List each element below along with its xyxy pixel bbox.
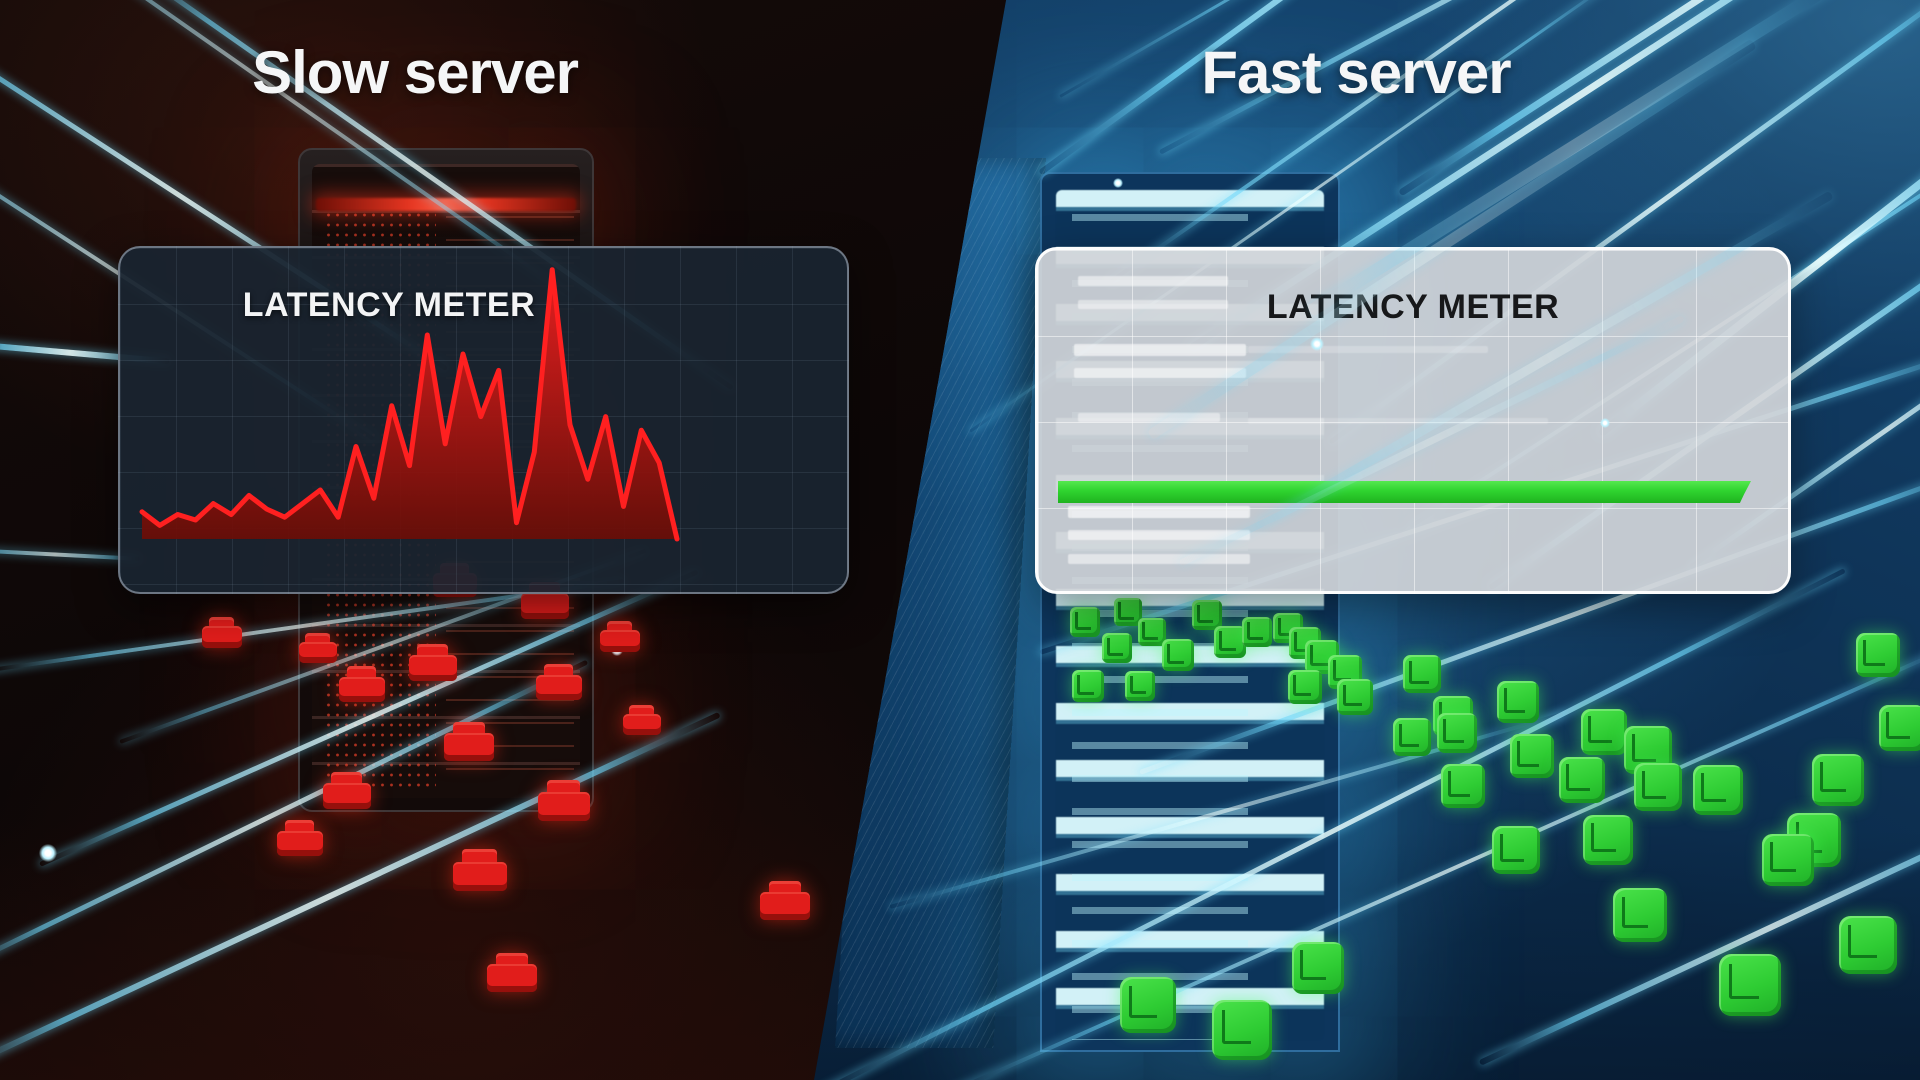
packet-body — [299, 642, 337, 663]
slow-server-title: Slow server — [252, 39, 579, 106]
packet-icon-green — [1162, 639, 1194, 671]
packet-body — [453, 861, 507, 891]
packet-icon-green — [1214, 626, 1246, 658]
beam-endpoint-dot — [39, 844, 57, 862]
packet-icon-green — [1288, 670, 1322, 704]
packet-icon-green — [1403, 655, 1441, 693]
packet-icon-green — [1856, 633, 1900, 677]
latency-flat-bar — [1058, 481, 1751, 503]
packet-body — [409, 654, 457, 681]
packet-icon-red — [299, 633, 337, 663]
server-bar-through-panel — [1074, 368, 1246, 378]
packet-icon-green — [1719, 954, 1781, 1016]
packet-icon-green — [1613, 888, 1667, 942]
packet-icon-red — [453, 849, 507, 891]
packet-icon-green — [1120, 977, 1176, 1033]
packet-icon-red — [444, 721, 494, 761]
packet-body — [202, 625, 242, 648]
packet-icon-green — [1242, 617, 1272, 647]
latency-meter-panel-fast: LATENCY METER — [1035, 247, 1791, 594]
panel-title: LATENCY METER — [1266, 288, 1560, 326]
fast-server-title: Fast server — [1201, 39, 1511, 106]
server-bar-through-panel — [1078, 276, 1228, 286]
packet-icon-green — [1212, 1000, 1272, 1060]
packet-icon-green — [1693, 765, 1743, 815]
packet-icon-red — [202, 616, 242, 648]
beam-endpoint-dot — [1600, 418, 1610, 428]
packet-body — [444, 733, 494, 761]
packet-icon-red — [600, 620, 640, 652]
packet-icon-green — [1441, 764, 1485, 808]
packet-body — [323, 782, 371, 809]
packet-icon-red — [323, 771, 371, 809]
packet-body — [277, 830, 323, 856]
packet-icon-green — [1393, 718, 1431, 756]
packet-icon-green — [1559, 757, 1605, 803]
server-bar-through-panel — [1074, 344, 1246, 356]
packet-icon-green — [1839, 916, 1897, 974]
packet-icon-green — [1497, 681, 1539, 723]
beam-endpoint-dot — [1310, 337, 1324, 351]
packet-body — [600, 629, 640, 652]
latency-area-chart — [139, 267, 680, 542]
packet-body — [487, 964, 537, 992]
packet-icon-red — [760, 880, 810, 920]
packet-icon-green — [1762, 834, 1814, 886]
packet-icon-green — [1125, 671, 1155, 701]
packet-icon-green — [1583, 815, 1633, 865]
packet-body — [623, 714, 661, 735]
server-bar-through-panel — [1078, 413, 1220, 422]
packet-icon-red — [409, 643, 457, 681]
packet-icon-green — [1072, 670, 1104, 702]
packet-body — [538, 791, 590, 821]
packet-body — [339, 676, 385, 702]
server-bar-through-panel — [1068, 530, 1250, 540]
packet-icon-red — [339, 666, 385, 702]
latency-meter-panel-slow: LATENCY METER — [118, 246, 849, 594]
server-bar-through-panel — [1248, 346, 1488, 353]
rack-red-led-strip — [316, 198, 576, 211]
packet-icon-red — [536, 664, 582, 700]
packet-icon-green — [1879, 705, 1920, 751]
packet-icon-green — [1634, 763, 1682, 811]
panel-title: LATENCY METER — [242, 286, 536, 324]
server-bar-through-panel — [1068, 506, 1250, 518]
packet-body — [521, 592, 569, 619]
server-bar-through-panel — [1248, 418, 1548, 424]
server-bar-through-panel — [1078, 300, 1228, 309]
packet-icon-green — [1812, 754, 1864, 806]
packet-icon-green — [1192, 600, 1222, 630]
packet-icon-green — [1138, 618, 1166, 646]
packet-icon-red — [623, 705, 661, 735]
packet-icon-green — [1581, 709, 1627, 755]
packet-icon-green — [1292, 942, 1344, 994]
packet-body — [536, 674, 582, 700]
packet-icon-green — [1114, 598, 1142, 626]
packet-body — [760, 892, 810, 920]
packet-icon-red — [538, 779, 590, 821]
beam-endpoint-dot — [1113, 178, 1123, 188]
server-bar-through-panel — [1068, 554, 1250, 564]
packet-icon-red — [277, 820, 323, 856]
packet-icon-green — [1437, 713, 1477, 753]
packet-icon-green — [1492, 826, 1540, 874]
packet-icon-green — [1510, 734, 1554, 778]
packet-icon-red — [487, 952, 537, 992]
packet-icon-green — [1070, 607, 1100, 637]
packet-icon-green — [1102, 633, 1132, 663]
packet-icon-green — [1337, 679, 1373, 715]
